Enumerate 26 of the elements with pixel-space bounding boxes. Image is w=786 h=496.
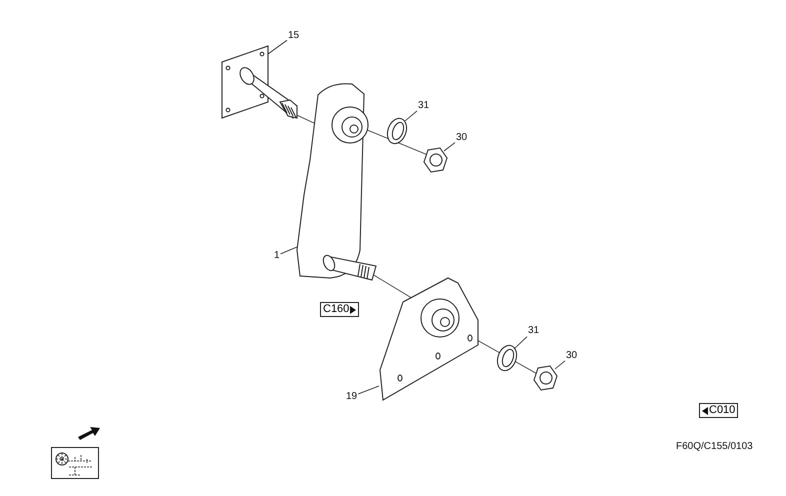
leader-line (268, 40, 288, 54)
leader-line (444, 142, 456, 152)
hex-nut-drawing (533, 365, 558, 391)
callout-number: 1 (274, 250, 280, 261)
callout-number: 30 (566, 350, 578, 361)
reference-box (699, 403, 738, 418)
washer-drawing (386, 118, 408, 144)
page-reference: C010 (709, 404, 736, 417)
callout-number: 30 (456, 132, 468, 143)
leader-line (404, 110, 418, 122)
reference-box (320, 302, 360, 317)
callout-number: 31 (528, 325, 540, 336)
mounting-plate-bolt-drawing (222, 45, 298, 119)
leader-line (554, 360, 566, 370)
leader-line (358, 386, 380, 394)
mounting-bracket-drawing (380, 277, 478, 401)
hex-nut-drawing (423, 147, 448, 173)
leader-line (280, 246, 298, 254)
page-reference: C160 (323, 303, 350, 316)
pivot-arm-drawing (296, 83, 377, 281)
washer-drawing (496, 344, 518, 372)
callout-number: 15 (288, 30, 300, 41)
callout-number: 31 (418, 100, 430, 111)
callout-number: 19 (346, 391, 358, 402)
drawing-number: F60Q/C155/0103 (676, 441, 753, 452)
leader-line (514, 336, 528, 350)
